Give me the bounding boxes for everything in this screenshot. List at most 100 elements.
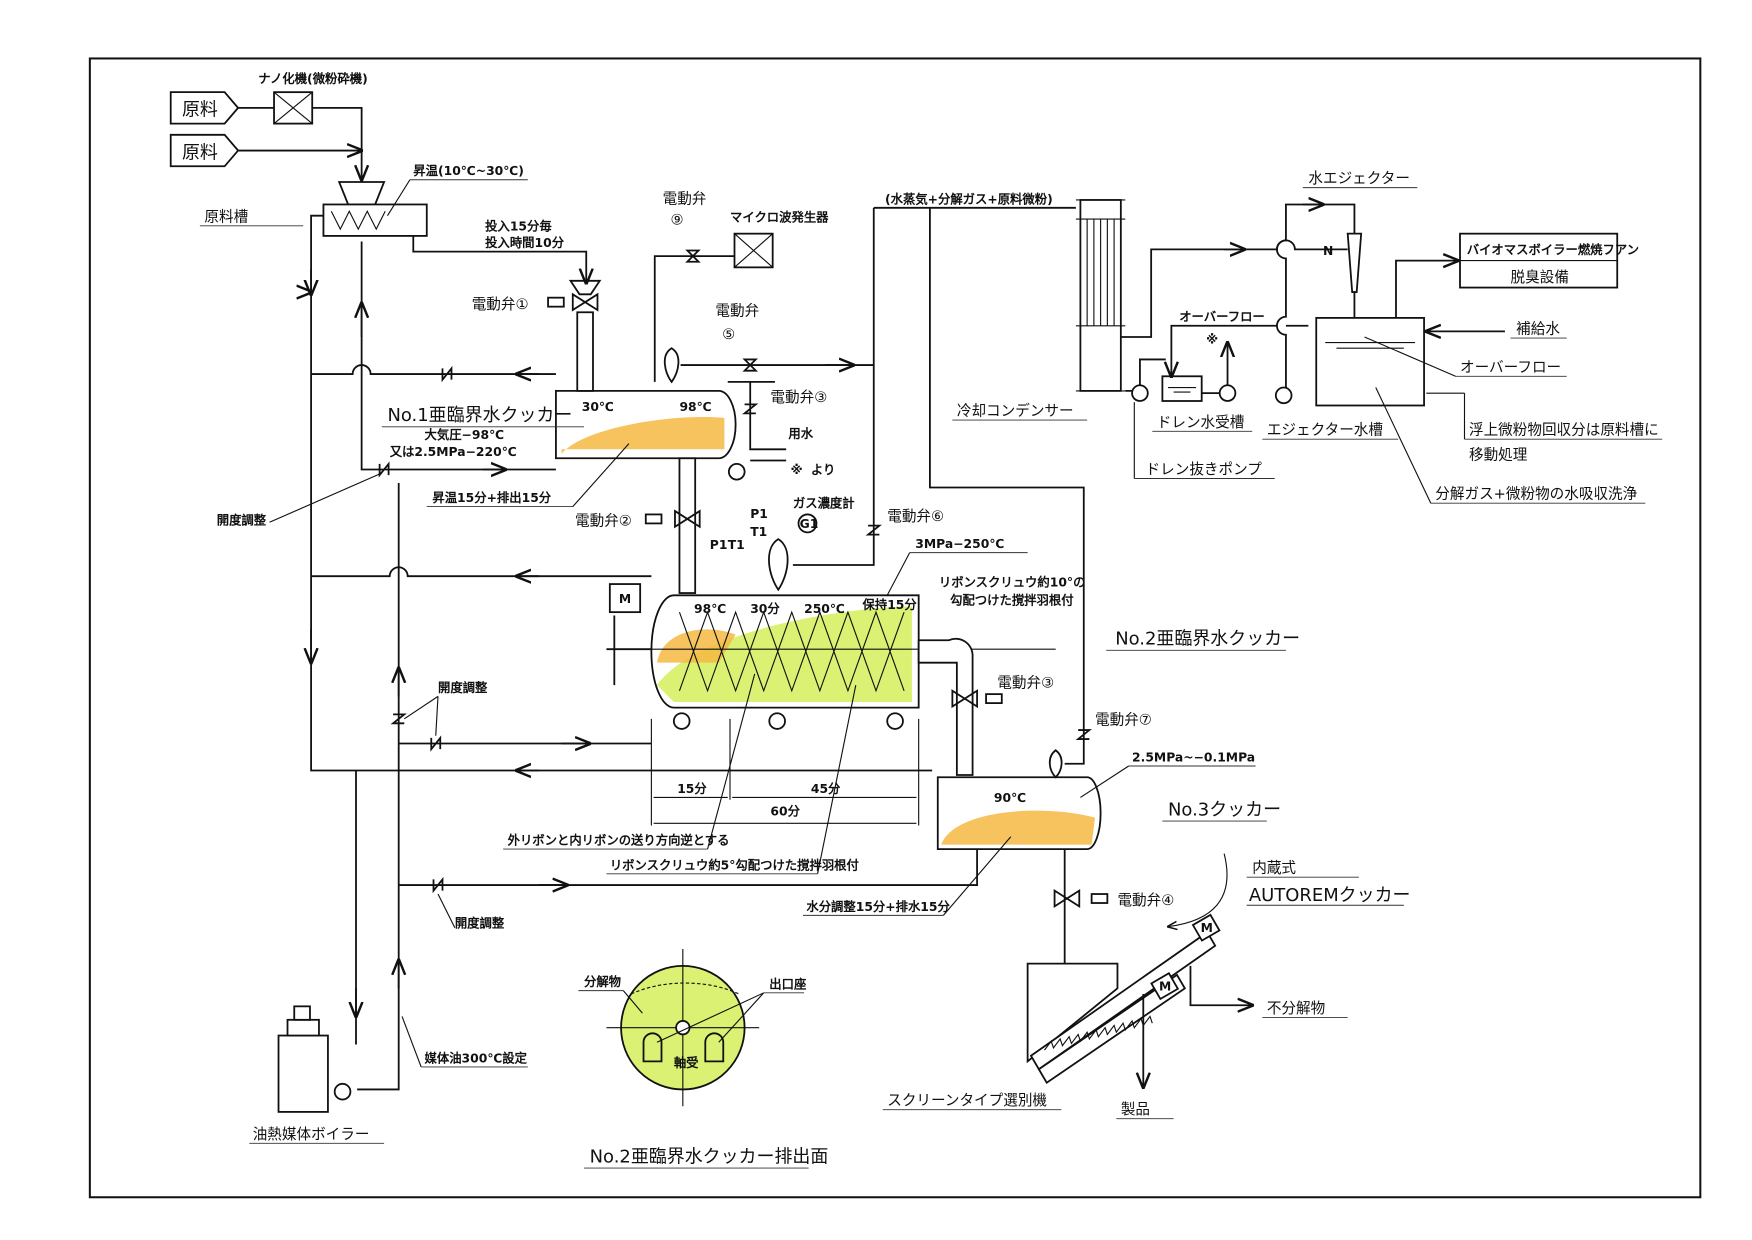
cooker-2-title: No.2亜臨界水クッカー bbox=[1115, 629, 1300, 650]
water-label: 用水 bbox=[788, 426, 813, 441]
valve-7-icon[interactable] bbox=[1075, 729, 1092, 740]
drain-water-tank bbox=[1161, 375, 1203, 402]
motor bbox=[608, 583, 642, 614]
raw-material-label-1: 原料 bbox=[182, 100, 218, 121]
ribbon-5deg-note: リボンスクリュウ約5°勾配つけた撹拌羽根付 bbox=[610, 857, 860, 872]
valve-2-icon[interactable] bbox=[674, 509, 701, 529]
t1-gauge-label: T1 bbox=[728, 538, 745, 552]
makeup-water-label: 補給水 bbox=[1516, 321, 1560, 338]
builtin-label: 内蔵式 bbox=[1252, 860, 1296, 877]
outlet-seat-label: 出口座 bbox=[769, 976, 807, 991]
valve-7-label: 電動弁⑦ bbox=[1095, 711, 1152, 728]
duration-60min: 60分 bbox=[770, 803, 800, 818]
raw-material-arrow-1 bbox=[169, 91, 240, 125]
cooker-1-timing: 昇温15分+排出15分 bbox=[432, 490, 551, 505]
autorem-label: AUTOREMクッカー bbox=[1249, 885, 1411, 906]
ribbon-screw bbox=[678, 610, 905, 693]
valve-3-water-icon[interactable] bbox=[742, 403, 759, 415]
curved-arrow-icon bbox=[1168, 853, 1228, 927]
ejector bbox=[1346, 232, 1363, 293]
needle-valve-icon[interactable] bbox=[430, 735, 442, 752]
oil-boiler-label: 油熱媒体ボイラー bbox=[253, 1126, 370, 1143]
valve-5-icon[interactable] bbox=[742, 358, 758, 372]
flow-adjust-label-1: 開度調整 bbox=[217, 513, 267, 528]
valve-4-icon[interactable] bbox=[1053, 889, 1081, 909]
valve-3-lower-label: 電動弁③ bbox=[997, 674, 1054, 691]
cooker-1-dome bbox=[663, 347, 680, 384]
drain-tank-label: ドレン水受槽 bbox=[1157, 414, 1245, 431]
raw-material-arrow-2 bbox=[169, 133, 240, 168]
ejector-water-tank bbox=[1315, 316, 1425, 407]
discharge-section-view: 分解物 出口座 軸受 No.2亜臨界水クッカー排出面 bbox=[578, 949, 829, 1169]
needle-valve-icon[interactable] bbox=[441, 365, 453, 383]
condenser-label: 冷却コンデンサー bbox=[957, 402, 1074, 420]
pump-icon bbox=[333, 1082, 352, 1101]
zone-temp-250: 250℃ bbox=[804, 602, 845, 616]
oil-boiler bbox=[277, 1034, 329, 1113]
valve-2-label: 電動弁② bbox=[575, 513, 632, 530]
screen-separator: M M 不分解物 製品 スクリーンタイプ選別機 bbox=[882, 913, 1348, 1120]
cooker-1-condition-2: 又は2.5MPa−220℃ bbox=[390, 445, 517, 459]
valve-4-label: 電動弁④ bbox=[1117, 892, 1174, 909]
check-valve-icon[interactable]: N bbox=[1323, 244, 1333, 258]
needle-valve-icon[interactable] bbox=[432, 876, 444, 894]
heating-label: 昇温(10℃~30℃) bbox=[413, 164, 524, 178]
needle-valve-icon[interactable] bbox=[378, 461, 390, 478]
raw-material-tank bbox=[322, 203, 428, 237]
pump-icon bbox=[1218, 384, 1237, 402]
wash-note: 分解ガス+微粉物の水吸収洗浄 bbox=[1435, 486, 1637, 503]
p1-gauge: P1 bbox=[710, 538, 728, 552]
undecomposed-label: 不分解物 bbox=[1267, 1000, 1325, 1017]
separator-motor-label-2: M bbox=[1159, 980, 1171, 994]
heater-coil-icon bbox=[330, 209, 386, 231]
flow-adjust-label-3: 開度調整 bbox=[455, 916, 505, 931]
valve-3-outlet-icon[interactable] bbox=[951, 689, 978, 709]
valve-9-icon[interactable] bbox=[685, 249, 701, 263]
zone-temp-98: 98℃ bbox=[694, 602, 726, 616]
nano-mill-label: ナノ化機(微粉砕機) bbox=[258, 71, 367, 86]
vapor-line-label: (水蒸気+分解ガス+原料微粉) bbox=[885, 191, 1053, 206]
cooker-1-title: No.1亜臨界水クッカー bbox=[387, 405, 572, 426]
drain-pump-label: ドレン抜きポンプ bbox=[1146, 461, 1263, 478]
cooker-3-pressure: 2.5MPa~−0.1MPa bbox=[1132, 751, 1255, 765]
separator-motor-label-1: M bbox=[1201, 921, 1213, 935]
cooker-1-temp-out: 98℃ bbox=[679, 400, 711, 414]
duration-45min: 45分 bbox=[811, 781, 841, 796]
cooker-3-temp: 90℃ bbox=[994, 791, 1026, 805]
section-title: No.2亜臨界水クッカー排出面 bbox=[590, 1146, 829, 1167]
separator-title: スクリーンタイプ選別機 bbox=[887, 1092, 1047, 1109]
biomass-fan-label: バイオマスボイラー燃焼フアン bbox=[1467, 242, 1639, 257]
charge-time-label: 投入時間10分 bbox=[485, 235, 565, 250]
g1-gauge: G1 bbox=[800, 517, 819, 531]
cooker-1-temp-in: 30℃ bbox=[582, 400, 614, 414]
motor-label: M bbox=[619, 592, 631, 606]
cooker-2-green-content bbox=[657, 606, 912, 702]
cooker-2-orange-content bbox=[657, 629, 736, 663]
valve-6-icon[interactable] bbox=[865, 524, 882, 536]
valve-1-label: 電動弁① bbox=[472, 296, 529, 313]
cooker-3-dome bbox=[1048, 749, 1063, 779]
float-note-2: 移動処理 bbox=[1469, 446, 1528, 463]
oil-setting-label: 媒体油300℃設定 bbox=[425, 1050, 528, 1065]
valve-9-number: ⑨ bbox=[670, 212, 683, 229]
cooker-2-dome bbox=[768, 538, 789, 592]
ribbon-10deg-2: 勾配つけた撹拌羽根付 bbox=[950, 592, 1074, 607]
valve-3-upper-label: 電動弁③ bbox=[770, 389, 827, 406]
zone-30min: 30分 bbox=[750, 601, 780, 616]
separator-motor-2 bbox=[1150, 972, 1180, 1001]
duration-15min: 15分 bbox=[677, 781, 707, 796]
valve-1-icon[interactable] bbox=[568, 279, 602, 312]
star-mark: ※ bbox=[791, 463, 803, 477]
raw-material-label-2: 原料 bbox=[182, 142, 218, 163]
raw-tank-label: 原料槽 bbox=[204, 208, 248, 225]
t1-gauge-2: T1 bbox=[750, 525, 767, 539]
reverse-ribbon-note: 外リボンと内リボンの送り方向逆とする bbox=[508, 833, 730, 848]
overflow-label-1: オーバーフロー bbox=[1179, 310, 1265, 324]
float-note-1: 浮上微粉物回収分は原料槽に bbox=[1469, 422, 1659, 439]
cooker-2: P1 T1 P1 T1 ガス濃度計 G1 電動弁⑥ 3MPa−250℃ M 98… bbox=[503, 207, 1300, 875]
valve-9-label: 電動弁 bbox=[663, 190, 707, 207]
cooker-3-timing: 水分調整15分+排水15分 bbox=[806, 899, 950, 914]
needle-valve-icon[interactable] bbox=[390, 713, 407, 725]
product-label: 製品 bbox=[1121, 1101, 1150, 1118]
